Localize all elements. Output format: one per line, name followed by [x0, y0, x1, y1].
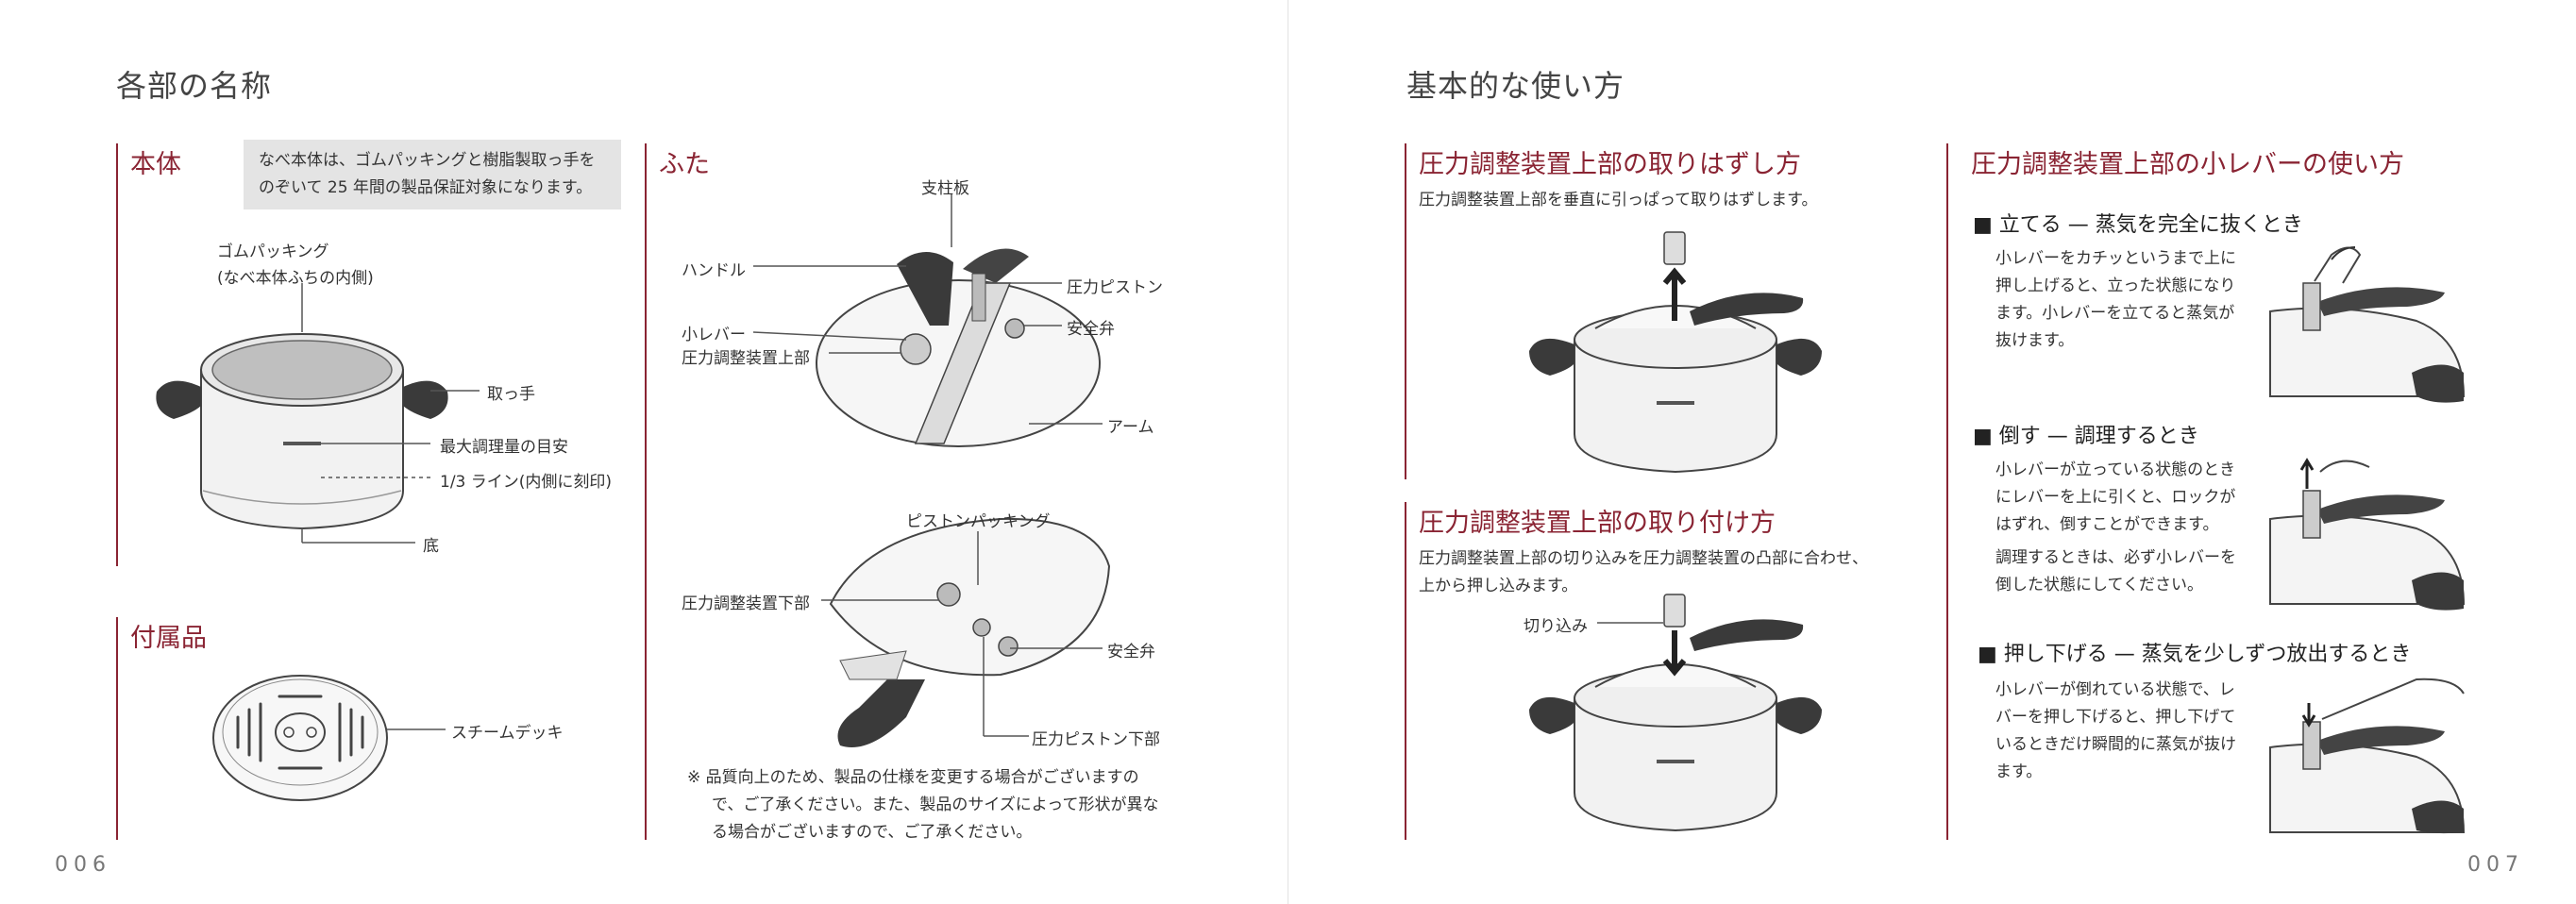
lever-lay-line: 小レバーが立っている状態のとき — [1995, 460, 2236, 479]
section-heading-remove: 圧力調整装置上部の取りはずし方 — [1419, 150, 1801, 179]
label-piston-packing: ピストンパッキング — [906, 512, 1051, 531]
lever-stand-text: 小レバーをカチッというまで上に 押し上げると、立った状態になり ます。小レバーを… — [1995, 245, 2236, 355]
section-rule — [1405, 143, 1406, 479]
lever-lay-text: 小レバーが立っている状態のとき にレバーを上に引くと、ロックが はずれ、倒すこと… — [1995, 457, 2236, 599]
section-heading-accessories: 付属品 — [130, 624, 207, 653]
lever-push-line: バーを押し下げると、押し下げて — [1995, 708, 2236, 727]
warranty-note-line: のぞいて 25 年間の製品保証対象になります。 — [259, 178, 593, 197]
page-number-left: 006 — [55, 853, 111, 877]
footnote-line: ※ 品質向上のため、製品の仕様を変更する場合がございますの — [687, 768, 1139, 787]
lever-stand-line: 押し上げると、立った状態になり — [1995, 276, 2236, 295]
remove-instructions: 圧力調整装置上部を垂直に引っぱって取りはずします。 — [1419, 191, 1818, 209]
lever-push-title: ■ 押し下げる — 蒸気を少しずつ放出するとき — [1978, 643, 2412, 666]
footnote-line: る場合がございますので、ご了承ください。 — [712, 823, 1033, 842]
label-arm: アーム — [1107, 418, 1154, 437]
lever-lay-line: はずれ、倒すことができます。 — [1995, 515, 2219, 534]
steam-deck-illustration — [212, 675, 446, 801]
lever-push-line: ます。 — [1995, 762, 2043, 781]
label-small-lever: 小レバー — [682, 326, 746, 344]
label-bottom: 底 — [423, 537, 439, 556]
label-notch: 切り込み — [1524, 617, 1588, 636]
pot-illustration — [156, 283, 480, 544]
lever-lay-line: にレバーを上に引くと、ロックが — [1995, 488, 2236, 507]
label-pot-handle: 取っ手 — [487, 385, 535, 404]
label-gasket-sub: (なべ本体ふちの内側) — [217, 269, 374, 288]
section-heading-lever: 圧力調整装置上部の小レバーの使い方 — [1971, 150, 2404, 179]
attach-line: 圧力調整装置上部の切り込みを圧力調整装置の凸部に合わせ、 — [1419, 549, 1868, 568]
label-gasket: ゴムパッキング — [217, 243, 329, 261]
label-one-third-line: 1/3 ライン(内側に刻印) — [440, 473, 613, 492]
attach-line: 上から押し込みます。 — [1419, 577, 1578, 595]
lever-stand-line: ます。小レバーを立てると蒸気が — [1995, 304, 2235, 323]
label-lid-handle: ハンドル — [682, 261, 746, 280]
label-steam-deck: スチームデッキ — [451, 724, 564, 743]
section-rule — [116, 143, 118, 566]
section-rule — [1405, 502, 1406, 840]
label-regulator-bottom: 圧力調整装置下部 — [682, 594, 810, 613]
page-title-left: 各部の名称 — [116, 68, 273, 104]
section-heading-attach: 圧力調整装置上部の取り付け方 — [1419, 509, 1776, 538]
footnote-line: で、ご了承ください。また、製品のサイズによって形状が異な — [712, 795, 1159, 814]
section-rule — [116, 617, 118, 840]
footnote: ※ 品質向上のため、製品の仕様を変更する場合がございますの で、ご了承ください。… — [687, 764, 1158, 846]
page-number-right: 007 — [2467, 853, 2524, 877]
lever-lay-title: ■ 倒す — 調理するとき — [1973, 425, 2199, 448]
page-title-right: 基本的な使い方 — [1406, 68, 1625, 104]
section-heading-body: 本体 — [130, 150, 181, 179]
warranty-note-box: なべ本体は、ゴムパッキングと樹脂製取っ手を のぞいて 25 年間の製品保証対象に… — [244, 140, 621, 209]
lid-illustrations — [752, 193, 1111, 747]
label-piston-bottom: 圧力ピストン下部 — [1032, 730, 1160, 749]
attach-instructions: 圧力調整装置上部の切り込みを圧力調整装置の凸部に合わせ、 上から押し込みます。 — [1419, 545, 1868, 600]
label-safety-valve-2: 安全弁 — [1107, 643, 1155, 661]
label-support-plate: 支柱板 — [921, 179, 969, 198]
lever-lay-line: 倒した状態にしてください。 — [1995, 576, 2203, 594]
warranty-note-line: なべ本体は、ゴムパッキングと樹脂製取っ手を — [259, 151, 596, 170]
label-safety-valve: 安全弁 — [1067, 320, 1115, 339]
label-pressure-piston: 圧力ピストン — [1067, 278, 1163, 297]
lever-push-line: いるときだけ瞬間的に蒸気が抜け — [1995, 735, 2236, 754]
section-heading-lid: ふた — [659, 150, 710, 179]
lever-lay-line: 調理するときは、必ず小レバーを — [1995, 548, 2236, 567]
lever-stand-title: ■ 立てる — 蒸気を完全に抜くとき — [1973, 213, 2303, 237]
label-regulator-top: 圧力調整装置上部 — [682, 349, 810, 368]
section-rule — [645, 143, 647, 840]
lever-push-text: 小レバーが倒れている状態で、レ バーを押し下げると、押し下げて いるときだけ瞬間… — [1995, 677, 2236, 786]
lever-stand-line: 小レバーをカチッというまで上に — [1995, 249, 2236, 268]
label-max-level: 最大調理量の目安 — [440, 438, 568, 457]
lever-push-line: 小レバーが倒れている状態で、レ — [1995, 680, 2235, 699]
section-rule — [1946, 143, 1948, 840]
lever-stand-line: 抜けます。 — [1995, 331, 2075, 350]
